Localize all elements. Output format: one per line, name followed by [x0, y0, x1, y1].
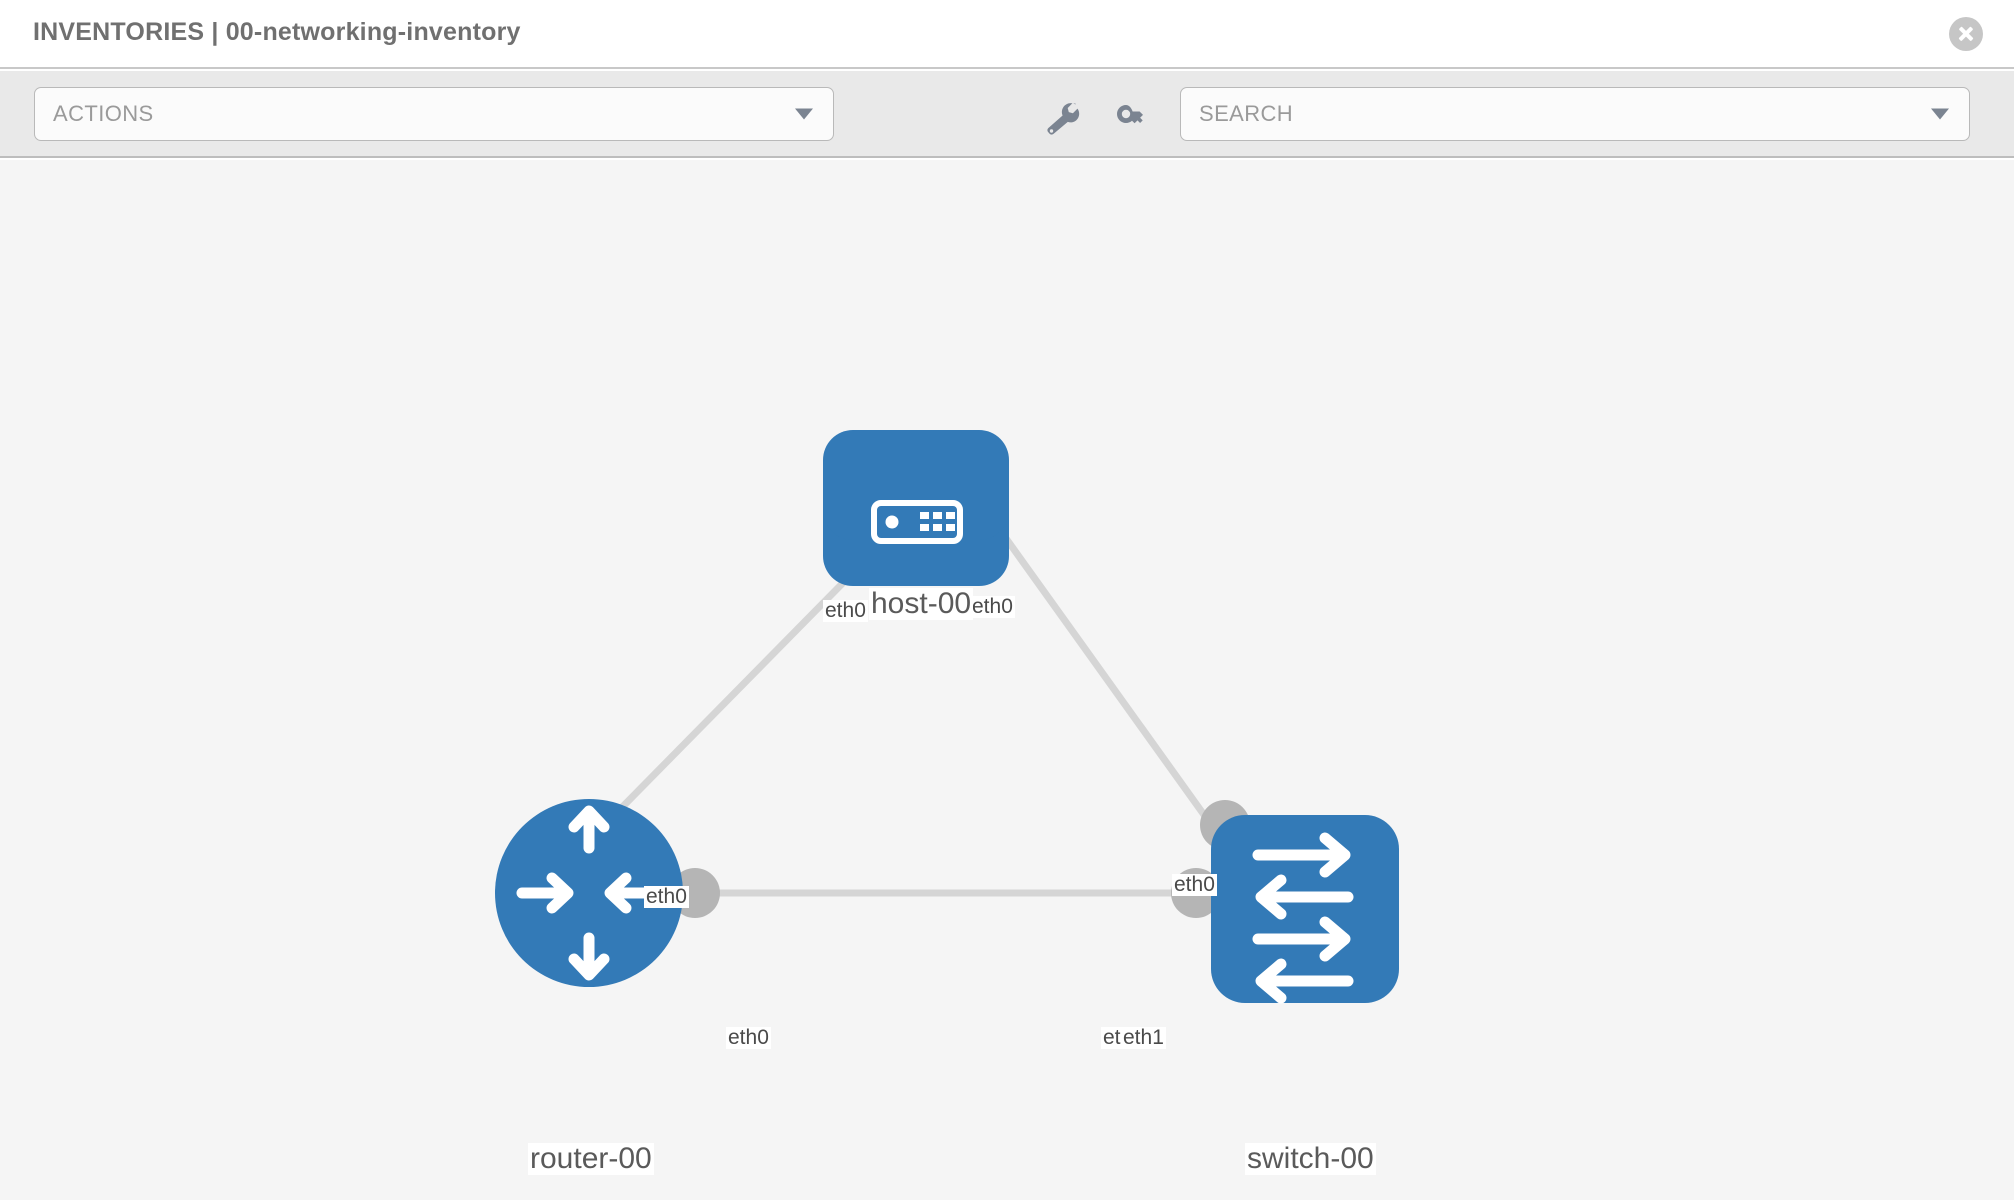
node-label-host-00: host-00 [869, 587, 974, 620]
topology-canvas[interactable]: eth0 eth0 eth0 eth0 eth0 eth0 eth1 host-… [0, 160, 2014, 1200]
node-label-router-00: router-00 [528, 1142, 654, 1175]
chevron-down-icon [795, 108, 813, 120]
topology-graph [495, 430, 1399, 1004]
actions-dropdown-label: ACTIONS [53, 101, 154, 126]
actions-dropdown[interactable]: ACTIONS [34, 87, 834, 141]
toolbar: ACTIONS SEARCH [0, 71, 2014, 158]
link-host00-switch00 [997, 527, 1225, 843]
search-input[interactable]: SEARCH [1180, 87, 1970, 141]
interface-label: eth1 [1121, 1026, 1166, 1050]
wrench-icon[interactable] [1040, 99, 1084, 139]
chevron-down-icon [1931, 108, 1949, 120]
interface-label: eth0 [1172, 873, 1217, 897]
node-switch-00[interactable] [1211, 815, 1399, 1004]
switch-icon [1252, 832, 1354, 1004]
node-router-00[interactable] [495, 799, 683, 987]
server-icon [871, 500, 963, 544]
router-icon [516, 805, 662, 981]
interface-label: eth0 [726, 1026, 771, 1050]
page-header: INVENTORIES | 00-networking-inventory [0, 0, 2014, 69]
search-input-placeholder: SEARCH [1199, 101, 1294, 126]
interface-label: eth0 [970, 595, 1015, 619]
node-label-switch-00: switch-00 [1245, 1142, 1376, 1175]
node-host-00[interactable] [823, 430, 1009, 586]
page-title: INVENTORIES | 00-networking-inventory [33, 18, 521, 46]
key-icon[interactable] [1108, 99, 1152, 139]
close-icon[interactable] [1949, 17, 1983, 51]
interface-label: eth0 [644, 885, 689, 909]
interface-label: eth0 [823, 599, 868, 623]
